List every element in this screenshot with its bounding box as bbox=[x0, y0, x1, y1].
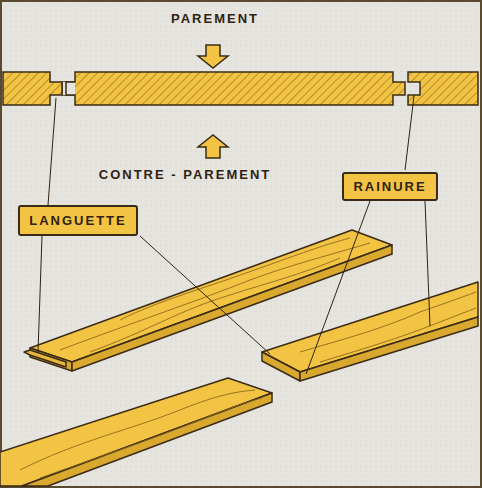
arrow-up bbox=[198, 135, 228, 158]
boards bbox=[0, 230, 478, 486]
groove-label: RAINURE bbox=[342, 172, 438, 201]
label-text: RAINURE bbox=[353, 179, 426, 194]
label-text: LANGUETTE bbox=[29, 213, 126, 228]
wood-grain bbox=[20, 238, 476, 478]
arrow-down bbox=[198, 45, 228, 68]
back-face-label: CONTRE - PAREMENT bbox=[99, 167, 271, 182]
cross-section bbox=[3, 72, 478, 105]
face-label: PAREMENT bbox=[171, 11, 259, 26]
tongue-label: LANGUETTE bbox=[18, 205, 138, 236]
